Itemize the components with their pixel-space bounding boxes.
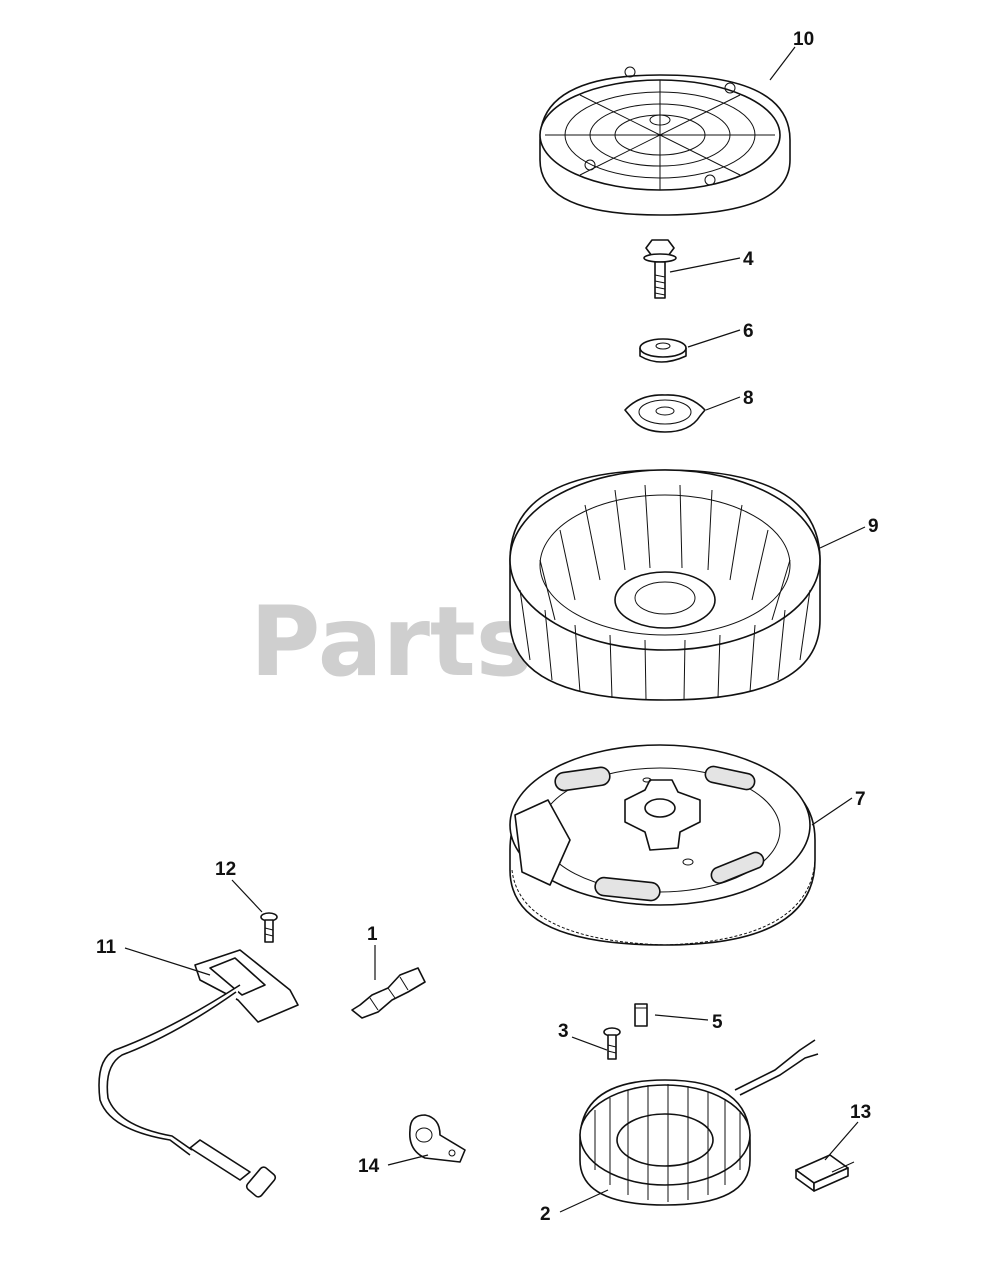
callout-10: 10 (793, 29, 814, 50)
callout-3: 3 (558, 1021, 569, 1042)
part-module-screw[interactable] (260, 912, 278, 943)
part-flywheel-bolt[interactable] (643, 239, 677, 299)
callout-9: 9 (868, 516, 879, 537)
part-flywheel-key[interactable] (634, 1003, 648, 1027)
part-ring-gear-flywheel[interactable] (509, 744, 816, 946)
callout-14: 14 (358, 1156, 380, 1177)
part-cooling-fan[interactable] (509, 469, 821, 701)
part-flywheel-washer[interactable] (639, 338, 687, 363)
callout-7: 7 (855, 789, 866, 810)
part-wire-clip[interactable] (408, 1114, 466, 1163)
callout-8: 8 (743, 388, 754, 409)
callout-1: 1 (367, 924, 378, 945)
callout-11: 11 (96, 937, 117, 958)
callout-5: 5 (712, 1012, 723, 1033)
leader-lines (124, 46, 866, 1213)
part-stator[interactable] (579, 1039, 819, 1206)
callout-6: 6 (743, 321, 754, 342)
callout-13: 13 (850, 1102, 871, 1123)
part-fan-retainer[interactable] (624, 394, 706, 433)
part-ignition-module[interactable] (98, 949, 299, 1199)
part-debris-screen[interactable] (539, 66, 791, 216)
callout-4: 4 (743, 249, 754, 270)
part-rectifier-regulator[interactable] (795, 1154, 855, 1192)
callout-numbers: 10 4 6 8 9 7 12 11 1 5 3 13 14 2 (96, 29, 879, 1225)
callout-12: 12 (215, 859, 236, 880)
part-spark-plug[interactable] (351, 967, 426, 1019)
part-stator-screw[interactable] (603, 1027, 621, 1060)
callout-2: 2 (540, 1204, 551, 1225)
